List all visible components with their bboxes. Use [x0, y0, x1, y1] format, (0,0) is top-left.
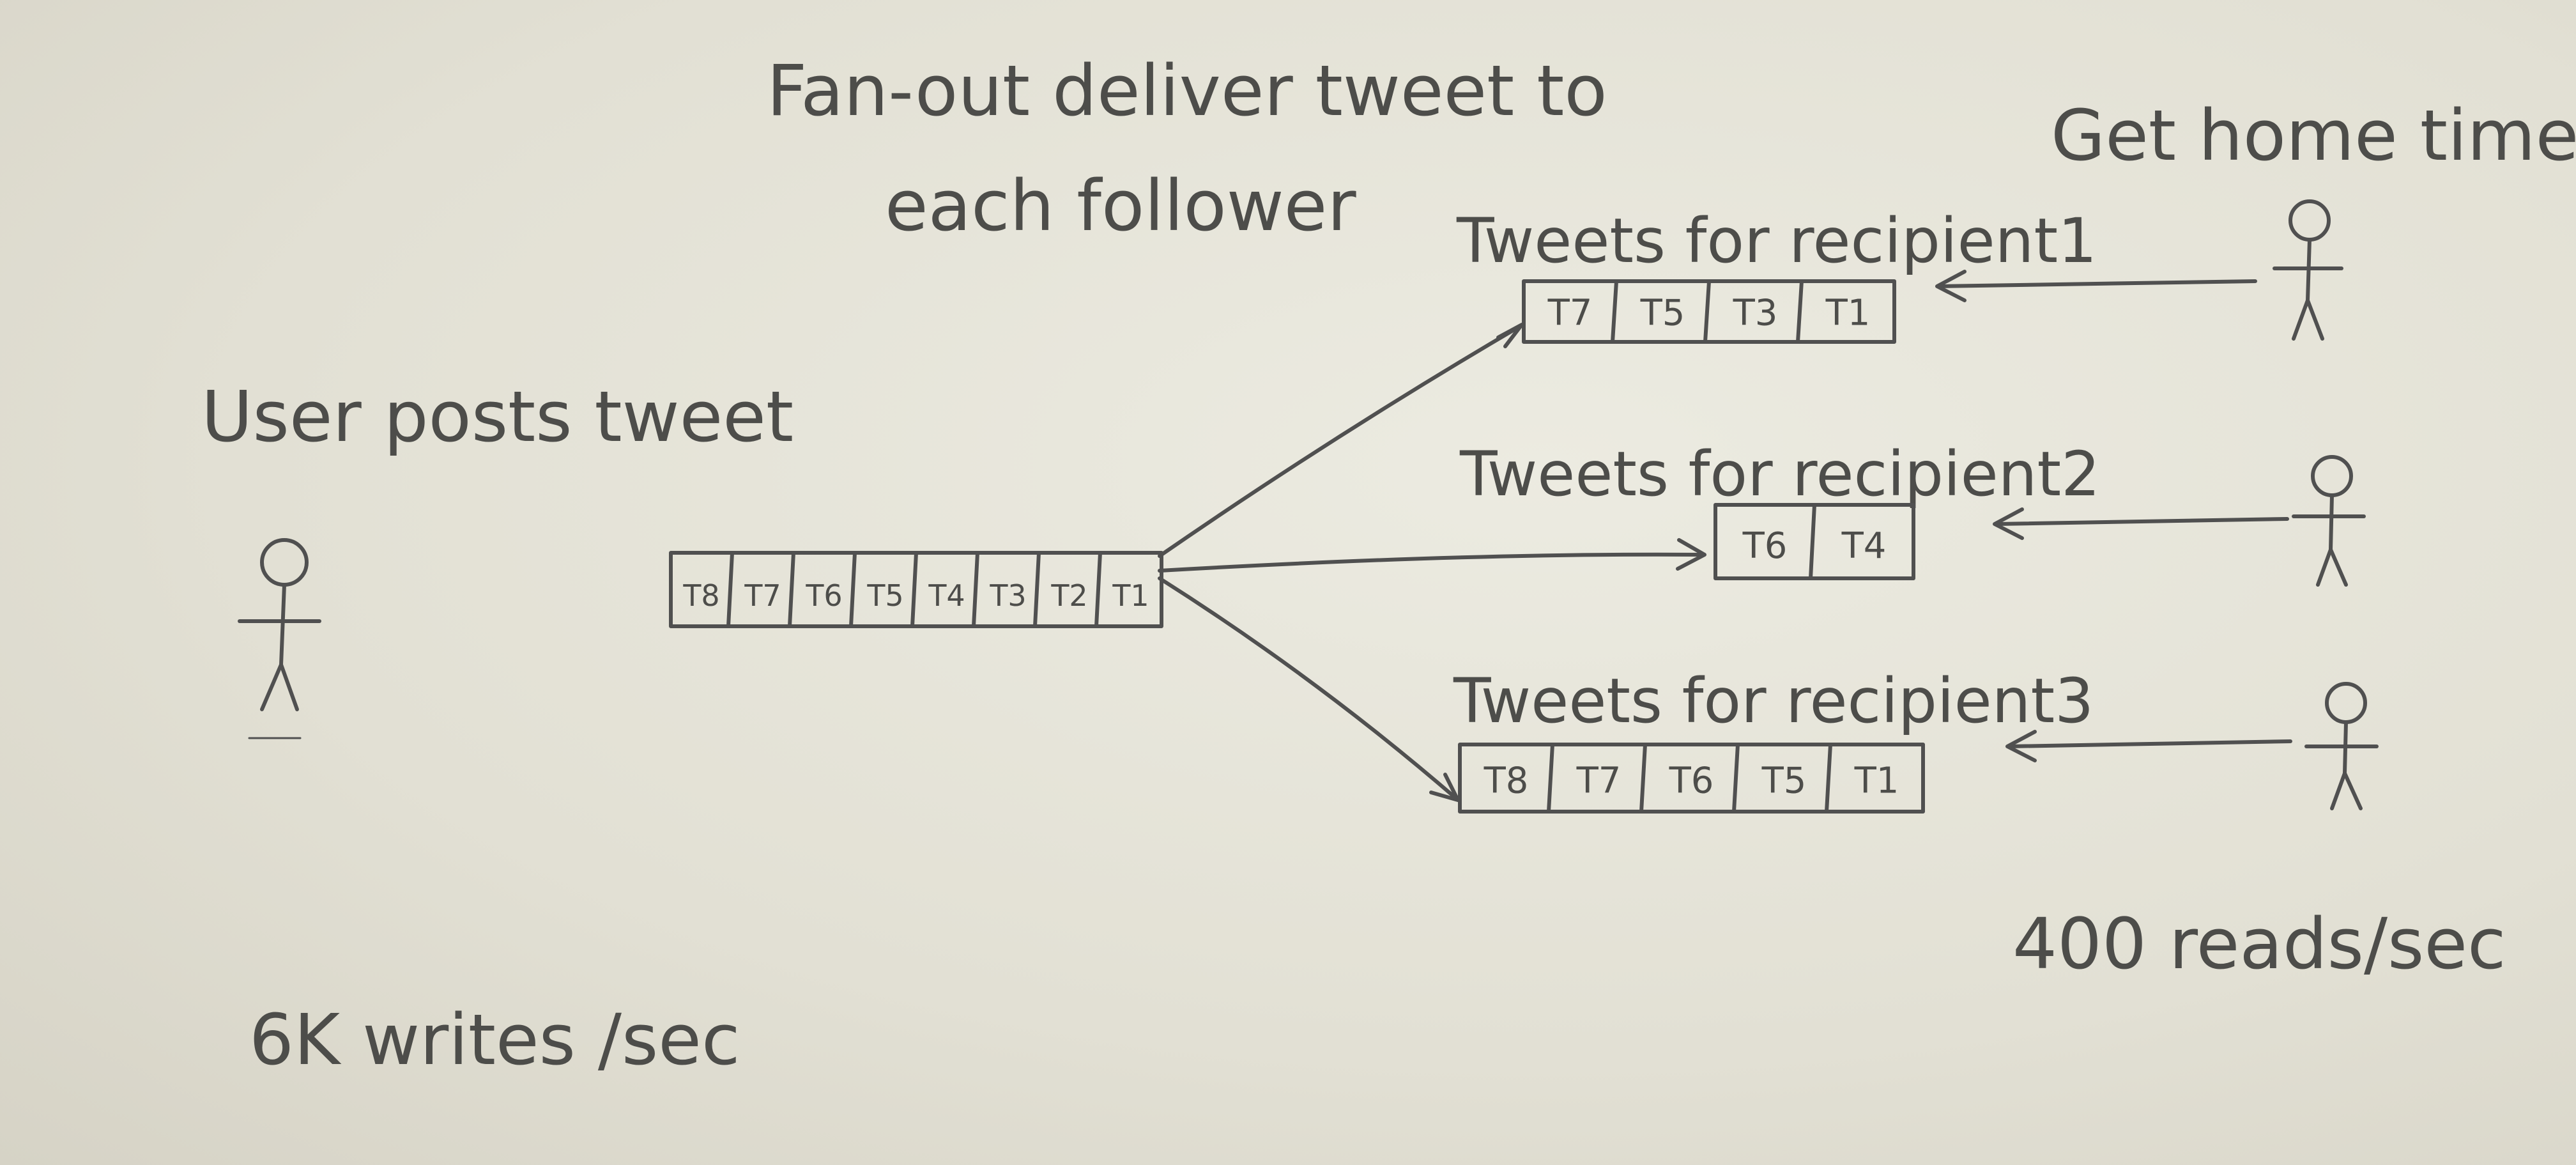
fan-out-arrows [1158, 323, 1706, 802]
recipient2-queue-divider [1809, 503, 1816, 580]
read-arrow-head-3 [2005, 730, 2037, 762]
source-queue-cell: T5 [866, 578, 903, 613]
recipient3-queue-divider [1639, 743, 1647, 814]
recipient2-label: Tweets for recipient2 [1459, 438, 2100, 510]
source-queue-divider [726, 551, 734, 628]
recipient2-timeline-queue: T6 T4 [1713, 503, 1915, 580]
recipient1-label: Tweets for recipient1 [1456, 205, 2097, 277]
recipient3-queue-divider [1547, 743, 1554, 814]
recipient3-queue-divider [1825, 743, 1832, 814]
writes-per-sec-label: 6K writes /sec [249, 999, 740, 1081]
source-queue-divider [788, 551, 795, 628]
recipient3-queue-cell: T5 [1761, 760, 1807, 802]
source-queue-divider [849, 551, 857, 628]
reader2-stick-figure-icon [2292, 455, 2366, 587]
read-arrow-head-1 [1935, 270, 1966, 302]
recipient1-timeline-queue: T7 T5 T3 T1 [1522, 279, 1896, 344]
read-arrow-recipient2 [1995, 517, 2289, 526]
fan-out-arrow-recipient2 [1158, 552, 1705, 573]
user-posts-label: User posts tweet [201, 376, 793, 458]
reader1-stick-figure-icon [2273, 199, 2343, 341]
read-arrow-recipient1 [1937, 279, 2257, 288]
recipient1-queue-cell: T7 [1547, 292, 1593, 334]
read-arrow-head-2 [1993, 507, 2024, 540]
recipient3-queue-cell: T8 [1483, 760, 1529, 802]
recipient3-queue-outline [1458, 743, 1925, 814]
read-arrows [1935, 270, 2292, 762]
recipient1-queue-cell: T5 [1640, 292, 1685, 334]
source-queue-divider [1033, 551, 1041, 628]
source-queue-divider [1094, 551, 1102, 628]
reads-per-sec-label: 400 reads/sec [2012, 903, 2506, 985]
source-queue-cell: T6 [805, 578, 842, 613]
source-queue-cell: T3 [989, 578, 1026, 613]
recipient1-queue-cell: T3 [1733, 292, 1778, 334]
poster-stick-figure-icon [238, 538, 321, 739]
source-queue-cell: T4 [928, 578, 965, 613]
fan-out-arrow-recipient1 [1158, 324, 1522, 558]
recipient3-queue-cell: T7 [1576, 760, 1621, 802]
arrow-head-recipient1 [1496, 323, 1524, 348]
recipient1-queue-divider [1611, 279, 1618, 344]
recipient1-queue-divider [1703, 279, 1711, 344]
title-line-2: each follower [885, 165, 1356, 247]
source-queue-cell: T7 [744, 578, 781, 613]
arrow-head-recipient2 [1676, 538, 1706, 571]
get-home-timeline-label: Get home timeline [2051, 95, 2576, 176]
recipient1-queue-cell: T1 [1825, 292, 1871, 334]
recipient3-timeline-queue: T8 T7 T6 T5 T1 [1458, 743, 1925, 814]
reader3-stick-figure-icon [2304, 682, 2379, 810]
title-line-1: Fan-out deliver tweet to [767, 50, 1607, 132]
source-queue-divider [972, 551, 979, 628]
source-tweet-queue: T8 T7 T6 T5 T4 T3 T2 T1 [669, 551, 1163, 628]
recipient1-queue-divider [1796, 279, 1804, 344]
read-arrow-recipient3 [2007, 739, 2292, 748]
recipient3-queue-cell: T6 [1669, 760, 1714, 802]
recipient3-queue-cell: T1 [1854, 760, 1899, 802]
source-queue-cell: T1 [1112, 578, 1149, 613]
source-queue-cell: T8 [682, 578, 719, 613]
source-queue-divider [910, 551, 918, 628]
recipient2-queue-cell: T6 [1742, 525, 1788, 567]
recipient3-queue-divider [1732, 743, 1740, 814]
source-queue-cell: T2 [1050, 578, 1087, 613]
recipient2-queue-cell: T4 [1841, 525, 1887, 567]
recipient3-label: Tweets for recipient3 [1453, 665, 2094, 737]
fan-out-arrow-recipient3 [1158, 576, 1459, 801]
